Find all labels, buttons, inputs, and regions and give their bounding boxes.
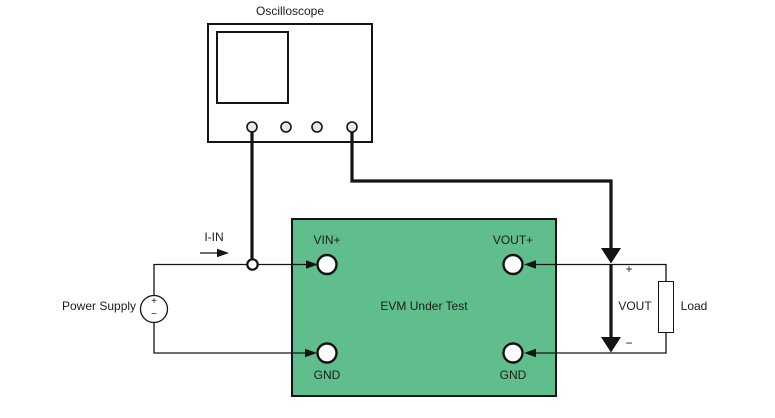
- oscilloscope-connector-2: [280, 121, 292, 133]
- oscilloscope-connector-1: [246, 121, 258, 133]
- power-supply-plus-sign: +: [151, 296, 157, 307]
- probe-wire-channel4: [350, 130, 613, 249]
- gnd-right-label: GND: [499, 368, 527, 382]
- arrowhead-into-gnd-right: [524, 348, 536, 358]
- evm-under-test-label: EVM Under Test: [380, 299, 468, 313]
- wire-input-top: [153, 263, 307, 296]
- i-in-arrowhead: [217, 248, 229, 258]
- arrowhead-into-vout-plus: [524, 260, 536, 269]
- vout-plus-sign: +: [625, 262, 633, 276]
- load-label: Load: [680, 299, 708, 313]
- vout-label: VOUT: [618, 299, 652, 313]
- i-in-label: I-IN: [204, 230, 224, 244]
- vin-plus-label: VIN+: [313, 233, 341, 247]
- terminal-gnd-right: [502, 342, 524, 364]
- evm-under-test-box: [291, 218, 557, 397]
- terminal-gnd-left: [316, 342, 338, 364]
- vout-plus-label: VOUT+: [492, 233, 534, 247]
- terminal-vout-plus: [502, 253, 524, 276]
- oscilloscope-connector-3: [311, 121, 323, 133]
- probe-down-arrowhead-bottom: [601, 337, 621, 353]
- current-probe-node: [246, 258, 259, 271]
- oscilloscope-connector-4: [346, 121, 358, 133]
- power-supply-minus-sign: −: [151, 309, 157, 320]
- gnd-left-label: GND: [313, 368, 341, 382]
- power-supply-symbol: [139, 294, 169, 324]
- wire-output-bottom: [536, 332, 667, 354]
- probe-down-arrowhead-top: [601, 248, 621, 264]
- wire-input-bottom: [153, 322, 306, 354]
- wire-output-top: [536, 263, 667, 282]
- power-supply-label: Power Supply: [62, 299, 137, 313]
- terminal-vin-plus: [316, 253, 338, 276]
- oscilloscope-label: Oscilloscope: [255, 4, 325, 18]
- arrowhead-into-gnd-left: [305, 348, 317, 358]
- vout-minus-sign: −: [625, 336, 633, 350]
- oscilloscope-screen: [216, 31, 289, 104]
- arrowhead-into-vin-plus: [306, 260, 318, 269]
